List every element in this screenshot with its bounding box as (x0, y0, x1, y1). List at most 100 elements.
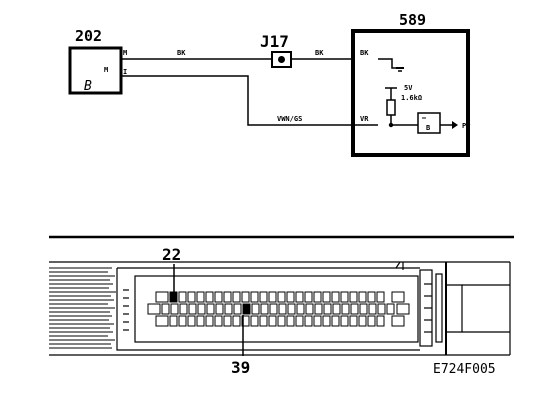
resistor-voltage: 5V (404, 84, 413, 92)
pin (196, 315, 205, 327)
pin (277, 291, 286, 303)
pin-large (391, 315, 405, 327)
pin (295, 315, 304, 327)
ecu-output-label: PP (462, 122, 470, 130)
pin (241, 291, 250, 303)
pin (367, 291, 376, 303)
pin (304, 315, 313, 327)
pin (196, 291, 205, 303)
pin (223, 315, 232, 327)
pin (368, 303, 377, 315)
pin (377, 303, 386, 315)
pin (259, 291, 268, 303)
pin (188, 303, 197, 315)
pin (206, 303, 215, 315)
connector-housing (49, 261, 511, 356)
pin (340, 291, 349, 303)
pin (260, 303, 269, 315)
junction-j17-dot (278, 56, 285, 63)
pin (386, 303, 395, 315)
pin (269, 303, 278, 315)
pin (250, 315, 259, 327)
pin (358, 315, 367, 327)
pin (214, 315, 223, 327)
pin (323, 303, 332, 315)
callout-pin-22: 22 (162, 245, 181, 264)
pin (197, 303, 206, 315)
pin (232, 291, 241, 303)
component-202-pin-m: M (104, 66, 108, 74)
pin (233, 303, 242, 315)
figure-code: E724F005 (433, 362, 496, 377)
pin-large (155, 315, 169, 327)
pin-large (396, 303, 410, 315)
pin (376, 291, 385, 303)
pin (205, 291, 214, 303)
component-202-symbol: B (84, 79, 92, 94)
pin (278, 303, 287, 315)
pin (296, 303, 305, 315)
ecu-pin-bk: BK (360, 49, 369, 57)
pin (215, 303, 224, 315)
component-202-label: 202 (75, 27, 102, 45)
pin (322, 315, 331, 327)
pin (178, 315, 187, 327)
pin (232, 315, 241, 327)
wire-color-top-left: BK (177, 49, 186, 57)
pin (187, 291, 196, 303)
wire-color-bottom: VWN/GS (277, 115, 302, 123)
pin (259, 315, 268, 327)
pin (350, 303, 359, 315)
pin (169, 315, 178, 327)
pin (205, 315, 214, 327)
ecu-589-label: 589 (399, 11, 426, 29)
pin (268, 291, 277, 303)
ecu-output-arrow (452, 121, 458, 129)
pin-large (155, 291, 169, 303)
pin (251, 303, 260, 315)
pin (241, 315, 250, 327)
pin (287, 303, 296, 315)
pin (187, 315, 196, 327)
connector-pin-rows (147, 291, 410, 327)
component-202-box (68, 46, 123, 95)
pin (223, 291, 232, 303)
pin (367, 315, 376, 327)
pin (358, 291, 367, 303)
wire-color-top-right: BK (315, 49, 324, 57)
pin (286, 315, 295, 327)
pin (331, 291, 340, 303)
pin (359, 303, 368, 315)
pin (340, 315, 349, 327)
pin-39 (242, 303, 251, 315)
pin (170, 303, 179, 315)
pin (304, 291, 313, 303)
pin (331, 315, 340, 327)
pin (224, 303, 233, 315)
ecu-inner-box-label: B (426, 124, 430, 132)
resistor (386, 99, 396, 116)
pin (341, 303, 350, 315)
pin (277, 315, 286, 327)
junction-j17-label: J17 (260, 32, 289, 51)
pin (179, 303, 188, 315)
pin (161, 303, 170, 315)
pin (178, 291, 187, 303)
pin-22 (169, 291, 178, 303)
pin (295, 291, 304, 303)
pin (250, 291, 259, 303)
wire-202-bottom-to-ecu (121, 75, 378, 126)
pin-label-i: I (123, 68, 127, 76)
pin (305, 303, 314, 315)
pin (214, 291, 223, 303)
pin-label-m: M (123, 49, 127, 57)
resistor-value: 1.6kΩ (401, 94, 422, 102)
pin (349, 315, 358, 327)
pin (313, 291, 322, 303)
pin (322, 291, 331, 303)
ecu-pin-vr: VR (360, 115, 369, 123)
callout-pin-39: 39 (231, 358, 250, 377)
pin (332, 303, 341, 315)
pin (286, 291, 295, 303)
